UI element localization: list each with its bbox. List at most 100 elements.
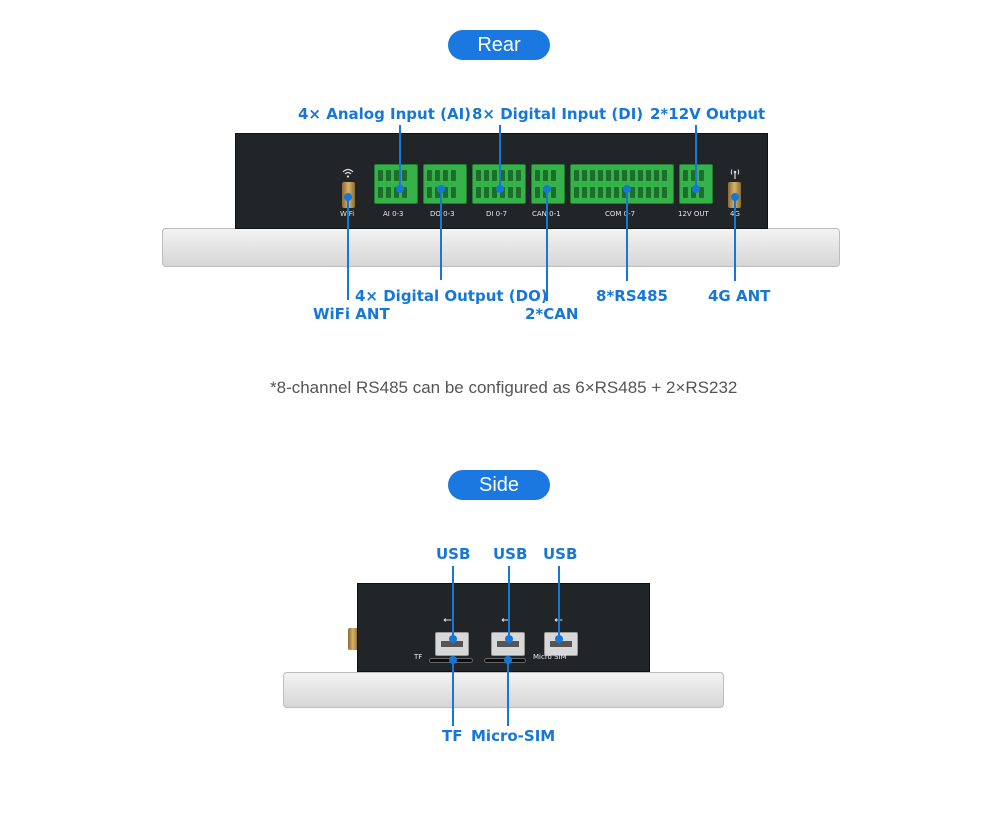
label-analog-input: 4× Analog Input (AI) bbox=[298, 105, 472, 123]
leader-rs485 bbox=[626, 189, 628, 281]
terminal-pin bbox=[662, 187, 667, 198]
terminal-pin bbox=[378, 170, 383, 181]
terminal-block-do bbox=[423, 164, 467, 204]
leader-dot-di bbox=[496, 185, 504, 193]
usb-icon: ⭠ bbox=[501, 613, 510, 626]
port-label-12v-out: 12V OUT bbox=[678, 210, 709, 218]
terminal-pin bbox=[646, 170, 651, 181]
terminal-pin bbox=[590, 187, 595, 198]
rs485-footnote: *8-channel RS485 can be configured as 6×… bbox=[270, 378, 738, 397]
terminal-pin bbox=[484, 187, 489, 198]
port-label-micro-sim: Micro SIM bbox=[533, 653, 567, 661]
terminal-pin bbox=[654, 187, 659, 198]
terminal-pin bbox=[378, 187, 383, 198]
leader-di bbox=[499, 125, 501, 190]
label-digital-input: 8× Digital Input (DI) bbox=[472, 105, 644, 123]
leader-do bbox=[440, 189, 442, 280]
port-label-di: DI 0-7 bbox=[486, 210, 508, 218]
terminal-pin bbox=[386, 170, 391, 181]
terminal-pin bbox=[516, 187, 521, 198]
leader-dot-usb-1 bbox=[449, 635, 457, 643]
rear-section-title: Rear bbox=[448, 30, 550, 60]
terminal-pin bbox=[590, 170, 595, 181]
terminal-pin bbox=[484, 170, 489, 181]
terminal-pin bbox=[443, 187, 448, 198]
port-label-do: DO 0-3 bbox=[430, 210, 455, 218]
terminal-pin bbox=[622, 170, 627, 181]
port-label-tf: TF bbox=[414, 653, 423, 661]
terminal-pin bbox=[582, 187, 587, 198]
terminal-pin bbox=[435, 170, 440, 181]
label-micro-sim: Micro-SIM bbox=[471, 727, 556, 745]
terminal-pin bbox=[500, 170, 505, 181]
terminal-pin bbox=[699, 170, 704, 181]
terminal-pin bbox=[699, 187, 704, 198]
terminal-pin bbox=[630, 170, 635, 181]
terminal-pin bbox=[435, 187, 440, 198]
terminal-pin bbox=[662, 170, 667, 181]
terminal-pin bbox=[451, 170, 456, 181]
leader-dot-usb-2 bbox=[505, 635, 513, 643]
leader-usb-1 bbox=[452, 566, 454, 639]
terminal-pin bbox=[606, 170, 611, 181]
leader-wifi bbox=[347, 197, 349, 300]
terminal-pin bbox=[598, 187, 603, 198]
leader-can bbox=[546, 189, 548, 301]
leader-tf bbox=[452, 660, 454, 726]
device-housing-side: ⭠ ⭠ ⭠ TF Micro SIM bbox=[357, 583, 650, 672]
terminal-pin bbox=[500, 187, 505, 198]
terminal-pin bbox=[543, 170, 548, 181]
leader-usb-2 bbox=[508, 566, 510, 639]
terminal-pin bbox=[683, 170, 688, 181]
port-label-com: COM 0-7 bbox=[605, 210, 636, 218]
terminal-pin bbox=[646, 187, 651, 198]
terminal-pin bbox=[614, 187, 619, 198]
terminal-pin bbox=[476, 187, 481, 198]
label-12v-output: 2*12V Output bbox=[650, 105, 766, 123]
leader-dot-usb-3 bbox=[555, 635, 563, 643]
terminal-pin bbox=[492, 170, 497, 181]
terminal-pin bbox=[574, 187, 579, 198]
terminal-pin bbox=[654, 170, 659, 181]
port-label-ai: AI 0-3 bbox=[383, 210, 404, 218]
terminal-pin bbox=[574, 170, 579, 181]
label-digital-output: 4× Digital Output (DO) bbox=[355, 287, 548, 305]
label-tf: TF bbox=[442, 727, 463, 745]
label-usb-1: USB bbox=[436, 545, 471, 563]
terminal-pin bbox=[551, 170, 556, 181]
wifi-icon bbox=[342, 168, 354, 181]
terminal-pin bbox=[691, 170, 696, 181]
terminal-pin bbox=[630, 187, 635, 198]
terminal-pin bbox=[508, 170, 513, 181]
label-usb-2: USB bbox=[493, 545, 528, 563]
side-antenna-connector bbox=[348, 628, 358, 650]
terminal-pin bbox=[598, 170, 603, 181]
label-wifi-ant: WiFi ANT bbox=[313, 305, 390, 323]
label-usb-3: USB bbox=[543, 545, 578, 563]
device-housing-rear: WiFi AI 0-3 DO 0-3 DI 0-7 CAN 0-1 COM 0-… bbox=[235, 133, 768, 229]
leader-12v bbox=[695, 125, 697, 190]
terminal-pin bbox=[394, 187, 399, 198]
terminal-block-can bbox=[531, 164, 565, 204]
terminal-pin bbox=[492, 187, 497, 198]
terminal-pin bbox=[516, 170, 521, 181]
label-4g-ant: 4G ANT bbox=[708, 287, 771, 305]
terminal-pin bbox=[451, 187, 456, 198]
terminal-pin bbox=[606, 187, 611, 198]
leader-microsim bbox=[507, 660, 509, 726]
leader-dot-ai bbox=[396, 185, 404, 193]
panel-bezel-side bbox=[283, 672, 724, 708]
leader-usb-3 bbox=[558, 566, 560, 639]
leader-4g bbox=[734, 197, 736, 281]
terminal-pin bbox=[582, 170, 587, 181]
terminal-pin bbox=[638, 170, 643, 181]
terminal-pin bbox=[508, 187, 513, 198]
terminal-pin bbox=[427, 170, 432, 181]
panel-bezel-rear bbox=[162, 228, 840, 267]
terminal-pin bbox=[402, 187, 407, 198]
terminal-pin bbox=[394, 170, 399, 181]
terminal-pin bbox=[551, 187, 556, 198]
leader-ai bbox=[399, 125, 401, 190]
antenna-4g-icon bbox=[729, 168, 741, 182]
terminal-pin bbox=[476, 170, 481, 181]
